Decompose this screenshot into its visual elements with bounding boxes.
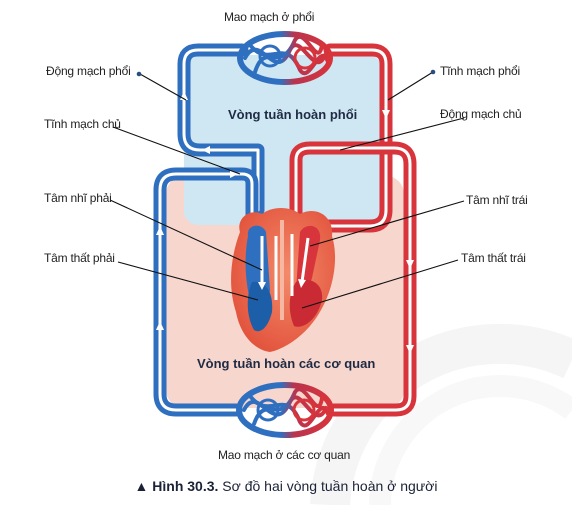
lung-capillary-bed bbox=[237, 31, 333, 85]
flow-arrows bbox=[156, 91, 414, 354]
figure-caption-text: Sơ đồ hai vòng tuần hoàn ở người bbox=[222, 478, 438, 494]
leader-lines bbox=[109, 71, 465, 309]
label-lung-capillaries: Mao mạch ở phổi bbox=[224, 10, 315, 24]
label-pulmonary-vein: Tĩnh mạch phổi bbox=[440, 64, 520, 78]
systemic-circuit-title: Vòng tuần hoàn các cơ quan bbox=[197, 356, 376, 371]
pulmonary-vessels bbox=[177, 43, 393, 233]
systemic-vessels bbox=[153, 141, 417, 417]
pulmonary-circuit-title: Vòng tuần hoàn phổi bbox=[228, 107, 358, 122]
label-vena-cava: Tĩnh mạch chủ bbox=[44, 117, 121, 131]
label-right-atrium: Tâm nhĩ phải bbox=[44, 191, 112, 205]
label-aorta: Động mạch chủ bbox=[440, 107, 522, 121]
figure-caption: ▲ Hình 30.3. Sơ đồ hai vòng tuần hoàn ở … bbox=[0, 478, 572, 494]
pulmonary-region bbox=[184, 55, 382, 225]
organ-capillary-bed bbox=[236, 382, 334, 438]
label-organ-capillaries: Mao mạch ở các cơ quan bbox=[218, 448, 351, 462]
label-pulmonary-artery: Động mạch phổi bbox=[46, 64, 131, 78]
figure-number: ▲ Hình 30.3. bbox=[134, 478, 219, 494]
heart bbox=[231, 208, 336, 352]
leader-dots bbox=[136, 69, 436, 77]
label-left-atrium: Tâm nhĩ trái bbox=[466, 193, 528, 207]
label-right-ventricle: Tâm thất phải bbox=[44, 251, 115, 265]
label-left-ventricle: Tâm thất trái bbox=[461, 251, 526, 265]
